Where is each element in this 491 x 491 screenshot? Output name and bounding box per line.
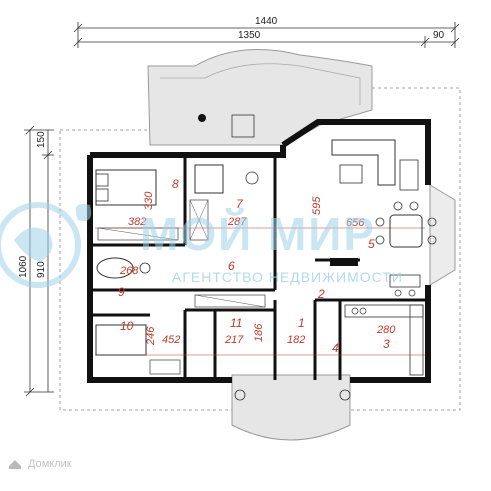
room-10-size: 246 <box>145 326 157 346</box>
room-5-size2: 656 <box>346 217 365 229</box>
room-9-num: 9 <box>118 285 125 299</box>
room-3-size: 280 <box>376 324 396 336</box>
room-8-size2: 382 <box>128 216 146 228</box>
kitchen-counter <box>344 304 424 318</box>
room-8-size: 330 <box>143 191 155 210</box>
room-10-num: 10 <box>120 319 134 333</box>
dim-left-total: 1060 <box>18 255 29 278</box>
bathtub <box>96 257 134 279</box>
source-label: Домклик <box>28 458 72 470</box>
source-badge <box>6 456 24 470</box>
hall-size: 452 <box>162 334 180 346</box>
watermark-subtext: АГЕНТСТВО НЕДВИЖИМОСТИ <box>172 269 403 285</box>
room-3-num: 3 <box>383 337 390 351</box>
bed <box>95 169 157 206</box>
room-11-size2: 186 <box>253 323 265 342</box>
room-5-num: 5 <box>368 237 375 251</box>
room-6-num: 6 <box>228 259 235 273</box>
room-8-num: 8 <box>172 177 179 191</box>
watermark-text: МОЙ МИР <box>140 208 376 260</box>
left-dimensions <box>24 125 54 397</box>
dim-left-main: 910 <box>36 261 47 278</box>
sofa <box>331 139 396 186</box>
dim-left-outer-top: 150 <box>36 131 47 148</box>
dining-table <box>389 214 423 248</box>
dim-top-main: 1350 <box>238 30 261 41</box>
right-bay <box>429 184 456 286</box>
bottom-terrace <box>231 374 351 441</box>
watermark-logo <box>0 202 92 288</box>
walls <box>87 119 431 383</box>
top-dimensions <box>73 22 460 48</box>
dim-top-total: 1440 <box>255 16 278 27</box>
room-1-num: 1 <box>298 316 305 330</box>
house-icon <box>9 460 21 469</box>
room-7-size: 287 <box>227 216 247 228</box>
room-7-num: 7 <box>236 197 244 211</box>
room-1-size: 182 <box>287 334 305 346</box>
room-6-size: 268 <box>119 265 139 277</box>
room-5-size: 595 <box>311 196 323 215</box>
room-2-num: 2 <box>317 287 325 301</box>
room-11-size: 217 <box>224 334 244 346</box>
room-4-num: 4 <box>332 341 339 355</box>
dim-top-right: 90 <box>433 30 445 41</box>
room-11-num: 11 <box>230 316 242 330</box>
